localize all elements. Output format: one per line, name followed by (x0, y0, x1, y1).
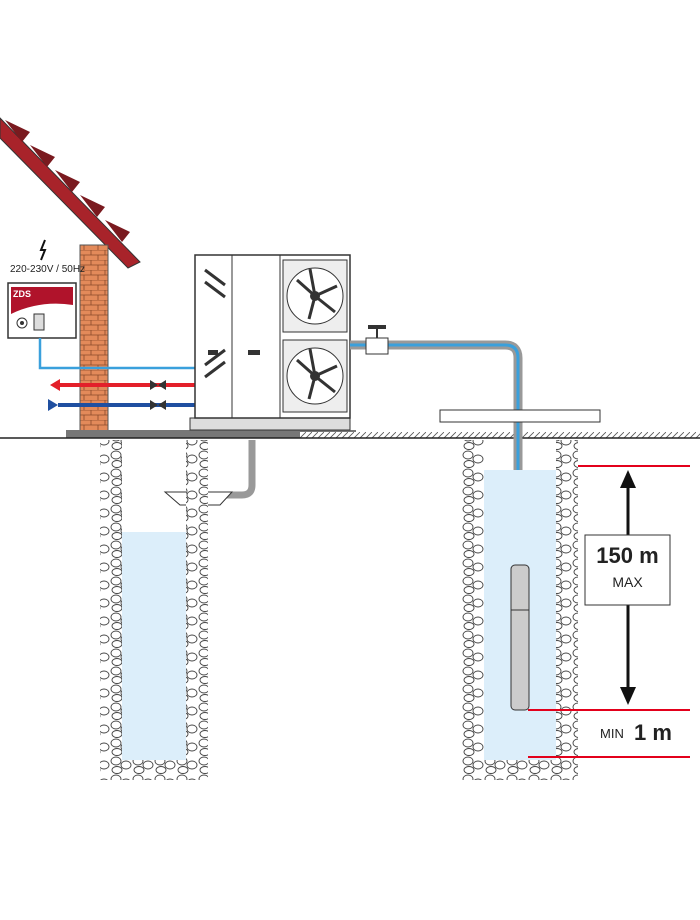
controller-box (7, 282, 77, 339)
right-well (439, 409, 601, 780)
depth-box (584, 534, 671, 606)
left-well (100, 440, 208, 780)
valve-icon (365, 325, 389, 355)
controller-brand: ZDS (13, 289, 31, 299)
roof (0, 117, 141, 269)
lightning-icon (39, 239, 47, 261)
concrete-slab (66, 430, 356, 438)
fan-icon (282, 259, 348, 333)
supply-pipe (350, 343, 520, 560)
heat-pump-unit (189, 254, 351, 431)
submersible-pump-icon (510, 564, 530, 711)
min-depth-label: MIN (600, 726, 624, 741)
min-depth-value: 1 m (634, 720, 672, 745)
power-label: 220-230V / 50Hz (10, 264, 86, 275)
max-depth-value: 150 m (596, 543, 659, 568)
fan-icon (282, 339, 348, 413)
max-depth-label: MAX (612, 574, 643, 590)
